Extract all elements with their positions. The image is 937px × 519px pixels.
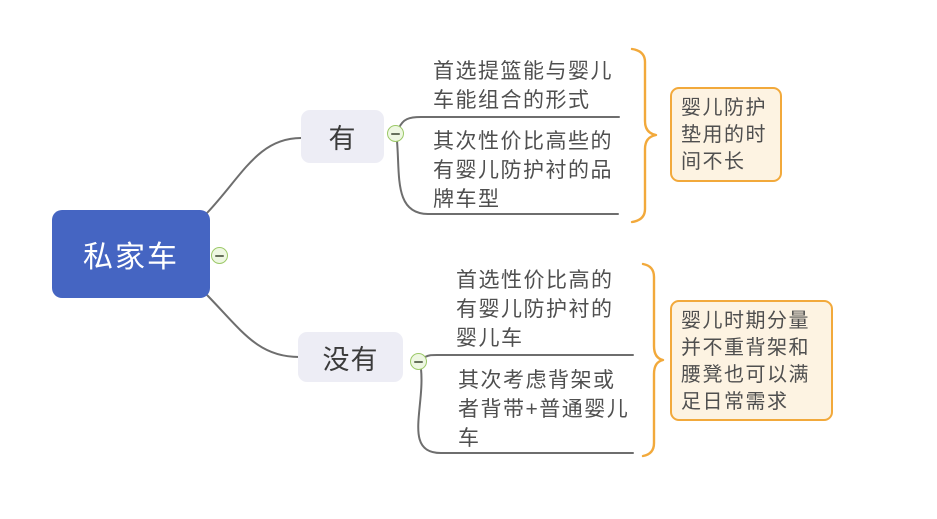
- summary-brace-bottom: [641, 262, 665, 458]
- branch-topic-yes[interactable]: 有: [301, 110, 384, 163]
- subtopic-1[interactable]: 首选提篮能与婴儿车能组合的形式: [433, 60, 613, 112]
- minus-glyph: [215, 254, 224, 257]
- collapse-minus-icon[interactable]: [211, 247, 228, 264]
- minus-glyph: [391, 132, 400, 135]
- minus-glyph: [414, 360, 423, 363]
- summary-topic-top[interactable]: 婴儿防护垫用的时间不长: [670, 87, 782, 182]
- summary-topic-bottom[interactable]: 婴儿时期分量并不重背架和腰凳也可以满足日常需求: [670, 300, 833, 421]
- connector-no-to-child-4: [417, 368, 634, 454]
- root-topic[interactable]: 私家车: [52, 210, 210, 298]
- subtopic-4[interactable]: 其次考虑背架或者背带+普通婴儿车: [458, 369, 630, 450]
- summary-brace-top: [630, 47, 658, 224]
- branch-topic-yes-label: 有: [328, 124, 357, 154]
- connector-no-to-child-3: [424, 354, 634, 358]
- connector-yes-to-child-2: [396, 140, 619, 215]
- collapse-minus-icon[interactable]: [410, 353, 427, 370]
- collapse-minus-icon[interactable]: [387, 125, 404, 142]
- connector-root-to-yes: [206, 137, 302, 214]
- connector-root-to-no: [206, 294, 300, 358]
- subtopic-2[interactable]: 其次性价比高些的有婴儿防护衬的品牌车型: [433, 130, 613, 211]
- connector-yes-to-child-1: [398, 116, 620, 129]
- branch-topic-no-label: 没有: [322, 344, 379, 375]
- subtopic-3[interactable]: 首选性价比高的有婴儿防护衬的婴儿车: [456, 269, 614, 350]
- root-topic-label: 私家车: [83, 241, 179, 274]
- branch-topic-no[interactable]: 没有: [298, 332, 403, 382]
